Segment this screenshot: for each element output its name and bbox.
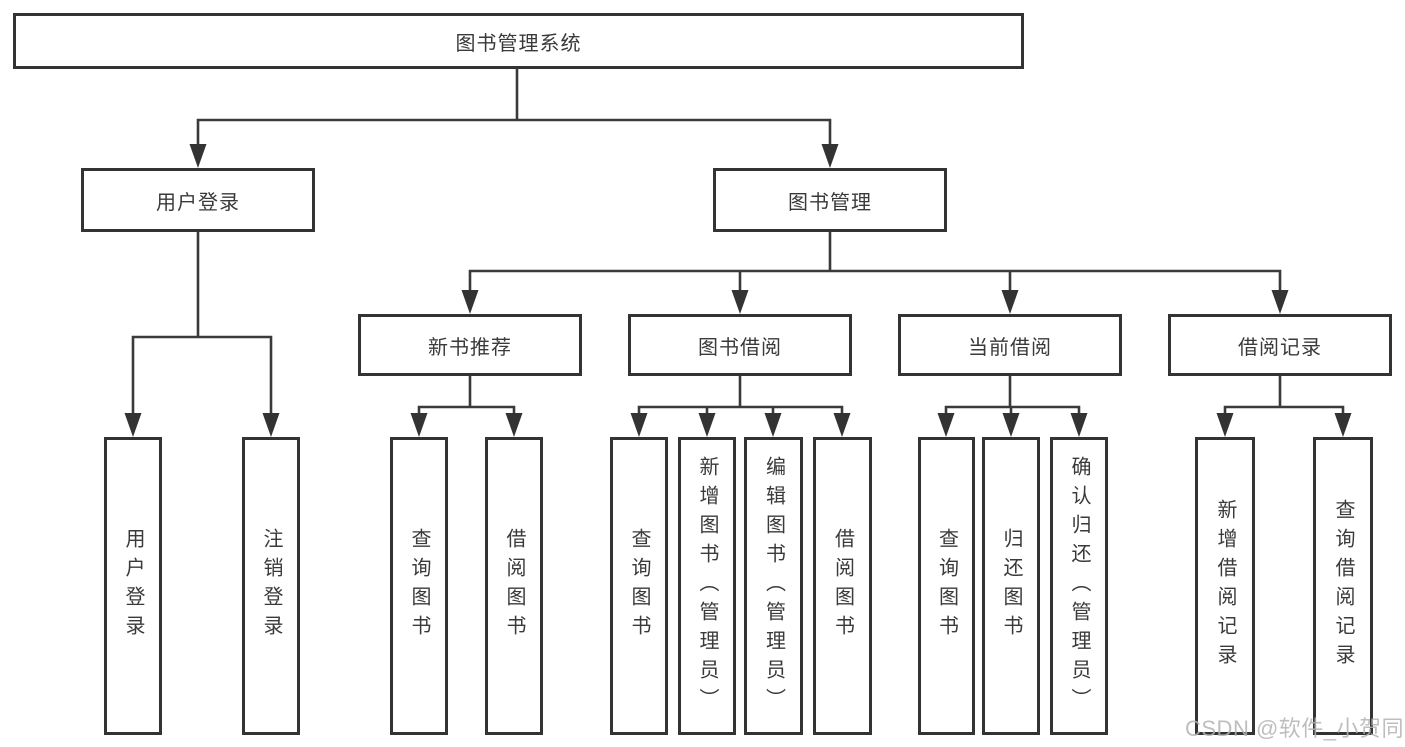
leaf-borrow-books: 借阅图书 — [813, 437, 872, 735]
leaf-edit-book-admin: 编辑图书（管理员） — [744, 437, 803, 735]
node-root-library-management-system: 图书管理系统 — [13, 13, 1024, 69]
leaf-query-books-recommend: 查询图书 — [390, 437, 448, 735]
leaf-borrow-books-recommend: 借阅图书 — [485, 437, 543, 735]
leaf-return-book: 归还图书 — [982, 437, 1040, 735]
leaf-query-borrow-record: 查询借阅记录 — [1313, 437, 1373, 735]
node-user-login: 用户登录 — [81, 168, 315, 232]
csdn-watermark: CSDN @软件_小贺同学 — [1185, 716, 1405, 741]
node-current-borrowing: 当前借阅 — [898, 314, 1122, 376]
leaf-add-borrow-record: 新增借阅记录 — [1195, 437, 1255, 735]
node-book-management: 图书管理 — [713, 168, 947, 232]
leaf-add-book-admin: 新增图书（管理员） — [678, 437, 736, 735]
node-borrowing-records: 借阅记录 — [1168, 314, 1392, 376]
leaf-user-login: 用户登录 — [104, 437, 162, 735]
leaf-confirm-return-admin: 确认归还（管理员） — [1050, 437, 1108, 735]
leaf-logout: 注销登录 — [242, 437, 300, 735]
node-new-book-recommendation: 新书推荐 — [358, 314, 582, 376]
leaf-query-books-borrow: 查询图书 — [610, 437, 668, 735]
node-book-borrowing: 图书借阅 — [628, 314, 852, 376]
leaf-query-books-current: 查询图书 — [918, 437, 975, 735]
